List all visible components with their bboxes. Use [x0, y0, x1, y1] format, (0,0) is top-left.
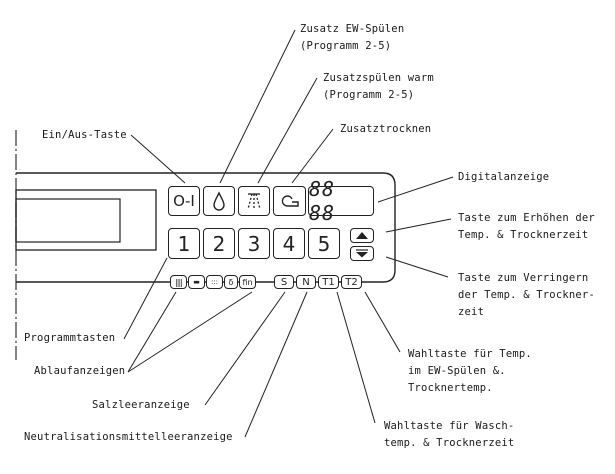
label-t2-key: Wahltaste für Temp. im EW-Spülen &. Trockn…: [408, 346, 532, 397]
leader-extra-rinse: [219, 29, 296, 184]
program-key-5[interactable]: 5: [308, 228, 340, 259]
extra-rinse-key[interactable]: [203, 186, 235, 216]
label-line: Zusatz EW-Spülen: [300, 23, 405, 35]
label-line: Wahltaste für Wasch-: [384, 420, 515, 432]
program-key-label: 3: [247, 231, 261, 256]
leader-down: [385, 256, 449, 278]
digital-display: 88 88: [308, 177, 374, 225]
dry-icon: [281, 195, 299, 207]
leader-extra-dry: [291, 128, 334, 184]
indicator-wash: ||||: [170, 275, 187, 289]
leader-neutralizer: [244, 291, 308, 438]
label-extra-dry: Zusatztrocknen: [340, 123, 432, 135]
leader-display: [377, 176, 454, 203]
display-value: 88 88: [309, 177, 336, 225]
program-key-3[interactable]: 3: [238, 228, 270, 259]
label-warm-rinse: Zusatzspülen warm (Programm 2-5): [323, 70, 434, 104]
label-salt-empty: Salzleeranzeige: [92, 399, 190, 411]
leader-salt: [204, 291, 286, 406]
leader-progress-1: [127, 291, 177, 373]
rinse-icon: ▬: [193, 278, 200, 286]
on-off-key[interactable]: O‑I: [168, 186, 200, 216]
program-key-1[interactable]: 1: [168, 228, 200, 259]
label-program-keys: Programmtasten: [24, 332, 116, 344]
program-key-label: 5: [317, 231, 331, 256]
salt-indicator: S: [274, 275, 294, 289]
label-line: im EW-Spülen &.: [408, 365, 506, 377]
drop-icon: [213, 191, 225, 211]
wash-icon: ||||: [175, 277, 183, 287]
drop-small-icon: δ: [228, 277, 234, 287]
label-line: Zusatzspülen warm: [323, 72, 434, 84]
label-progress-indicators: Ablaufanzeigen: [34, 365, 126, 377]
label-line: Wahltaste für Temp.: [408, 348, 532, 360]
pre-dry-icon: :::: [210, 278, 219, 286]
spray-icon: [247, 193, 261, 210]
label-line: temp. & Trocknerzeit: [384, 437, 515, 449]
label-decrease-key: Taste zum Verringern der Temp. & Trockner…: [458, 270, 595, 321]
leader-program-keys: [123, 257, 168, 340]
label-line: Taste zum Verringern: [458, 272, 589, 284]
leader-progress-2: [127, 291, 253, 373]
label-line: Temp. & Trocknerzeit: [458, 229, 589, 241]
label-line: (Programm 2-5): [300, 40, 392, 52]
leader-t2: [364, 291, 401, 353]
label-line: Trocknertemp.: [408, 382, 493, 394]
leader-up: [385, 218, 452, 233]
label-on-off: Ein/Aus-Taste: [42, 129, 127, 141]
warm-rinse-key[interactable]: [238, 186, 270, 216]
program-key-4[interactable]: 4: [273, 228, 305, 259]
label-extra-rinse: Zusatz EW-Spülen (Programm 2-5): [300, 21, 404, 55]
on-off-icon: O‑I: [173, 192, 195, 210]
label-digital-display: Digitalanzeige: [458, 171, 550, 183]
salt-label: S: [280, 276, 288, 288]
indicator-pre-dry: :::: [206, 275, 223, 289]
leader-on-off: [130, 134, 186, 184]
leader-t1: [336, 291, 376, 424]
indicator-drop: δ: [224, 275, 238, 289]
panel-window-inner: [15, 198, 121, 243]
label-line: (Programm 2-5): [323, 89, 415, 101]
program-key-label: 4: [282, 231, 296, 256]
program-key-label: 1: [177, 231, 191, 256]
program-key-label: 2: [212, 231, 226, 256]
indicator-rinse: ▬: [188, 275, 205, 289]
label-t1-key: Wahltaste für Wasch-temp. & Trocknerzeit: [384, 418, 514, 452]
label-line: Taste zum Erhöhen der: [458, 212, 595, 224]
leader-warm-rinse: [257, 77, 318, 184]
t1-key[interactable]: T1: [318, 275, 339, 289]
t1-label: T1: [322, 276, 335, 288]
extra-dry-key[interactable]: [273, 186, 306, 216]
t2-label: T2: [345, 276, 358, 288]
panel-outline: [16, 172, 396, 283]
label-neutralizer-empty: Neutralisationsmittelleeranzeige: [24, 431, 233, 443]
t2-key[interactable]: T2: [341, 275, 362, 289]
decrease-key[interactable]: [350, 246, 374, 261]
dry-small-icon: fin: [242, 277, 253, 287]
up-arrow-icon: [356, 232, 368, 239]
label-line: zeit: [458, 306, 485, 318]
neutralizer-indicator: N: [296, 275, 316, 289]
indicator-dry: fin: [239, 275, 256, 289]
down-arrow-icon: [356, 249, 368, 258]
label-line: der Temp. & Trockner-: [458, 289, 595, 301]
neutralizer-label: N: [302, 276, 310, 288]
increase-key[interactable]: [350, 228, 374, 243]
program-key-2[interactable]: 2: [203, 228, 235, 259]
